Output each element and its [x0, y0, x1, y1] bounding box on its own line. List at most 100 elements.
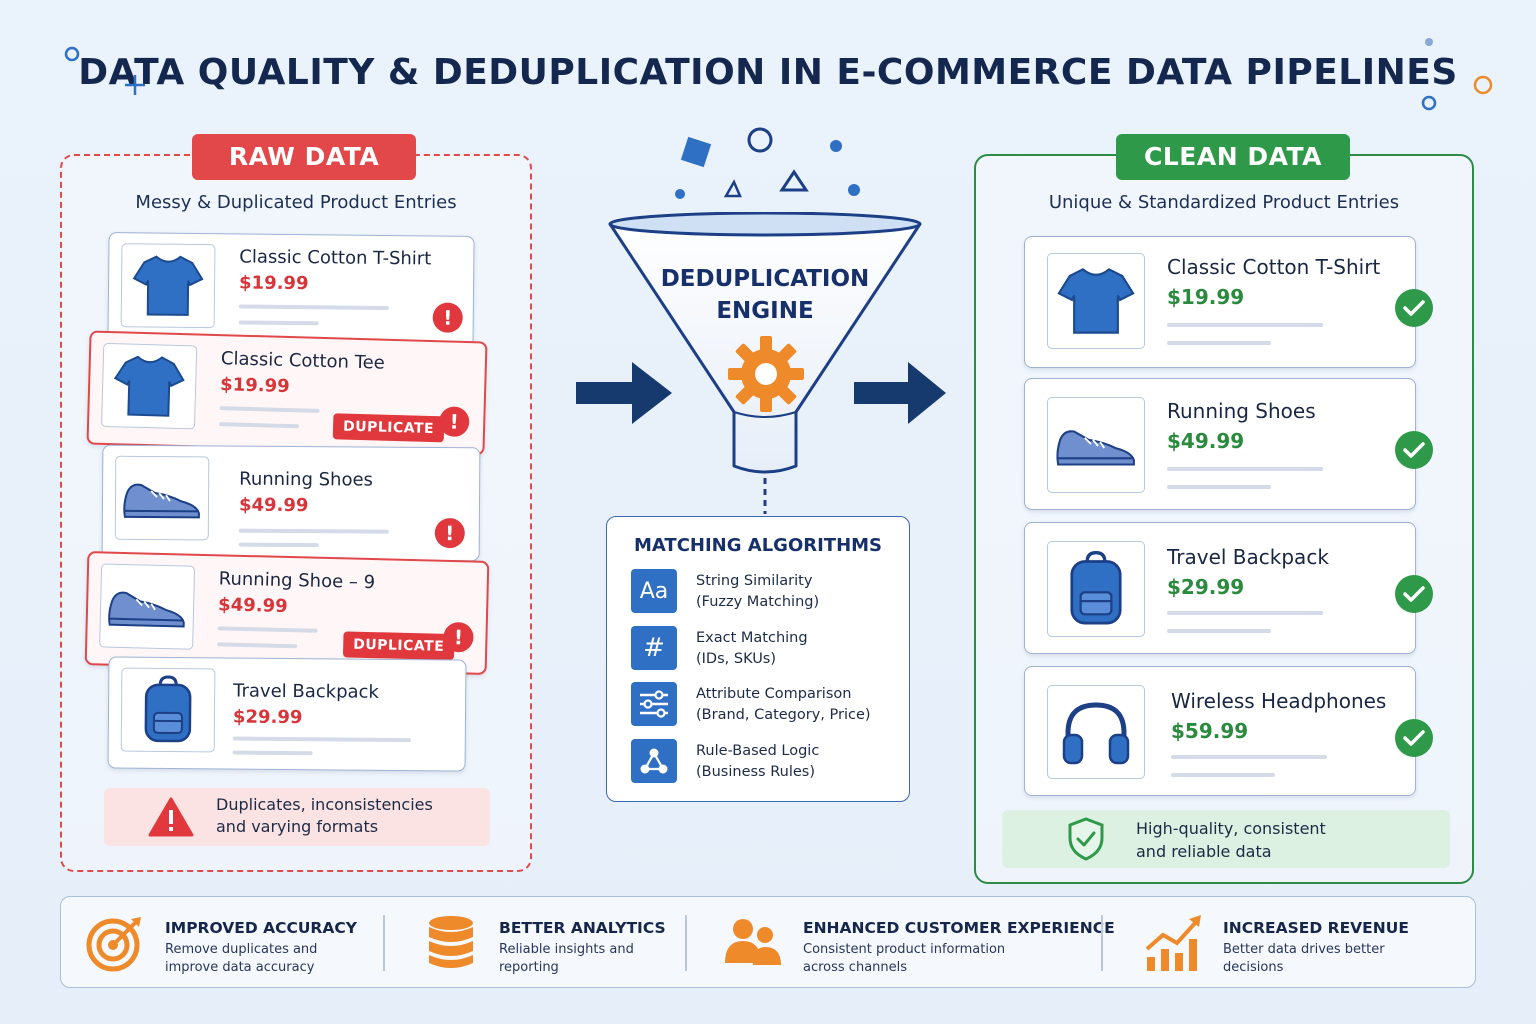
- engine-label-line2: ENGINE: [716, 298, 814, 324]
- product-price: $19.99: [219, 374, 290, 398]
- tshirt-icon: [132, 255, 204, 316]
- decorative-circle-icon: [1421, 95, 1437, 111]
- benefit-better-analytics: BETTER ANALYTICS Reliable insights and r…: [423, 897, 703, 989]
- placeholder-line: [217, 626, 318, 633]
- decorative-dot-icon: [1425, 38, 1433, 46]
- separator: [685, 915, 687, 971]
- decorative-circle-icon: [1473, 75, 1493, 95]
- raw-product-card-duplicate[interactable]: Classic Cotton Tee $19.99 DUPLICATE !: [86, 330, 488, 456]
- product-name: Running Shoe – 9: [218, 568, 376, 594]
- product-thumbnail: [1047, 541, 1145, 637]
- clean-product-card[interactable]: Classic Cotton T-Shirt $19.99: [1024, 236, 1433, 368]
- placeholder-line: [1167, 629, 1271, 633]
- placeholder-line: [238, 320, 319, 326]
- product-name: Running Shoes: [1167, 399, 1316, 423]
- algorithms-title: MATCHING ALGORITHMS: [633, 535, 883, 556]
- raw-product-card-duplicate[interactable]: Running Shoe – 9 $49.99 DUPLICATE !: [84, 551, 490, 675]
- placeholder-line: [1171, 773, 1275, 777]
- benefit-desc-line1: Reliable insights and: [499, 942, 634, 957]
- product-price: $49.99: [217, 594, 288, 618]
- raw-data-note: Duplicates, inconsistencies and varying …: [104, 788, 490, 846]
- alert-icon: !: [443, 621, 474, 653]
- product-thumbnail: [114, 455, 210, 541]
- backpack-icon: [1070, 551, 1122, 625]
- raw-product-card[interactable]: Classic Cotton T-Shirt $19.99 !: [107, 232, 475, 350]
- placeholder-line: [1167, 341, 1271, 345]
- gear-icon: [728, 336, 804, 412]
- algorithm-rule-based: Rule-Based Logic (Business Rules): [631, 739, 901, 785]
- shield-check-icon: [1068, 817, 1104, 861]
- placeholder-line: [1167, 323, 1323, 327]
- benefit-desc-line2: reporting: [499, 960, 559, 975]
- product-thumbnail: [1047, 397, 1145, 493]
- clean-product-card[interactable]: Running Shoes $49.99: [1024, 378, 1433, 510]
- raw-product-card[interactable]: Travel Backpack $29.99: [107, 656, 467, 772]
- target-icon: [86, 917, 141, 972]
- product-price: $29.99: [232, 706, 303, 729]
- benefit-improved-accuracy: IMPROVED ACCURACY Remove duplicates and …: [85, 897, 385, 989]
- database-icon: [429, 916, 473, 968]
- clean-data-subtitle: Unique & Standardized Product Entries: [1048, 192, 1400, 213]
- shoe-icon: [123, 483, 200, 519]
- engine-label-line1: DEDUPLICATION: [660, 266, 870, 292]
- algorithm-exact-matching: # Exact Matching (IDs, SKUs): [631, 626, 901, 672]
- matching-algorithms-box: MATCHING ALGORITHMS Aa String Similarity…: [606, 516, 910, 802]
- placeholder-line: [1167, 467, 1323, 471]
- separator: [1101, 915, 1103, 971]
- placeholder-line: [219, 406, 320, 413]
- algorithm-label: Rule-Based Logic: [696, 743, 820, 759]
- placeholder-line: [1167, 485, 1271, 489]
- benefit-desc-line2: across channels: [803, 960, 908, 975]
- benefit-desc-line2: improve data accuracy: [165, 960, 315, 975]
- clean-data-note: High-quality, consistent and reliable da…: [1002, 810, 1450, 868]
- network-nodes-icon: [631, 739, 677, 783]
- product-thumbnail: [100, 342, 198, 430]
- raw-note-line2: and varying formats: [216, 817, 379, 836]
- clean-product-card[interactable]: Travel Backpack $29.99: [1024, 522, 1433, 654]
- product-name: Travel Backpack: [233, 680, 380, 703]
- placeholder-line: [219, 422, 300, 429]
- clean-note-line1: High-quality, consistent: [1136, 819, 1326, 838]
- benefit-title: ENHANCED CUSTOMER EXPERIENCE: [803, 919, 1115, 937]
- raw-data-badge: RAW DATA: [192, 134, 416, 180]
- raw-data-subtitle: Messy & Duplicated Product Entries: [135, 192, 457, 213]
- product-thumbnail: [1047, 685, 1145, 779]
- benefits-bar: IMPROVED ACCURACY Remove duplicates and …: [60, 896, 1476, 988]
- product-price: $49.99: [238, 494, 309, 517]
- product-thumbnail: [99, 563, 196, 650]
- benefit-desc-line2: decisions: [1223, 960, 1284, 975]
- benefit-title: IMPROVED ACCURACY: [165, 919, 357, 937]
- placeholder-line: [1167, 611, 1323, 615]
- dashed-connector: [763, 478, 767, 514]
- placeholder-line: [238, 542, 319, 548]
- placeholder-line: [217, 642, 298, 649]
- duplicate-tag: DUPLICATE: [332, 413, 445, 443]
- algorithm-string-similarity: Aa String Similarity (Fuzzy Matching): [631, 569, 901, 615]
- users-icon: [725, 919, 781, 965]
- shoe-icon: [108, 591, 185, 628]
- shoe-icon: [1056, 430, 1135, 466]
- warning-icon: [148, 797, 194, 837]
- duplicate-tag: DUPLICATE: [342, 631, 455, 661]
- benefit-title: BETTER ANALYTICS: [499, 919, 666, 937]
- check-icon: [1395, 431, 1433, 469]
- clean-data-badge: CLEAN DATA: [1116, 134, 1350, 180]
- algorithm-sublabel: (IDs, SKUs): [696, 651, 777, 667]
- raw-product-card[interactable]: Running Shoes $49.99 !: [101, 444, 481, 562]
- product-price: $19.99: [238, 272, 309, 295]
- check-icon: [1395, 575, 1433, 613]
- product-price: $19.99: [1167, 285, 1245, 309]
- growth-chart-icon: [1145, 915, 1201, 971]
- tshirt-icon: [113, 355, 185, 417]
- backpack-icon: [144, 675, 192, 743]
- placeholder-line: [232, 750, 313, 756]
- benefit-desc-line1: Remove duplicates and: [165, 942, 318, 957]
- tshirt-icon: [1057, 268, 1135, 334]
- product-price: $59.99: [1171, 719, 1249, 743]
- product-name: Classic Cotton T-Shirt: [239, 246, 432, 270]
- placeholder-line: [232, 736, 411, 743]
- clean-product-card[interactable]: Wireless Headphones $59.99: [1024, 666, 1433, 796]
- product-name: Travel Backpack: [1167, 545, 1329, 569]
- arrow-right-icon: [854, 362, 946, 424]
- headphones-icon: [1062, 702, 1130, 765]
